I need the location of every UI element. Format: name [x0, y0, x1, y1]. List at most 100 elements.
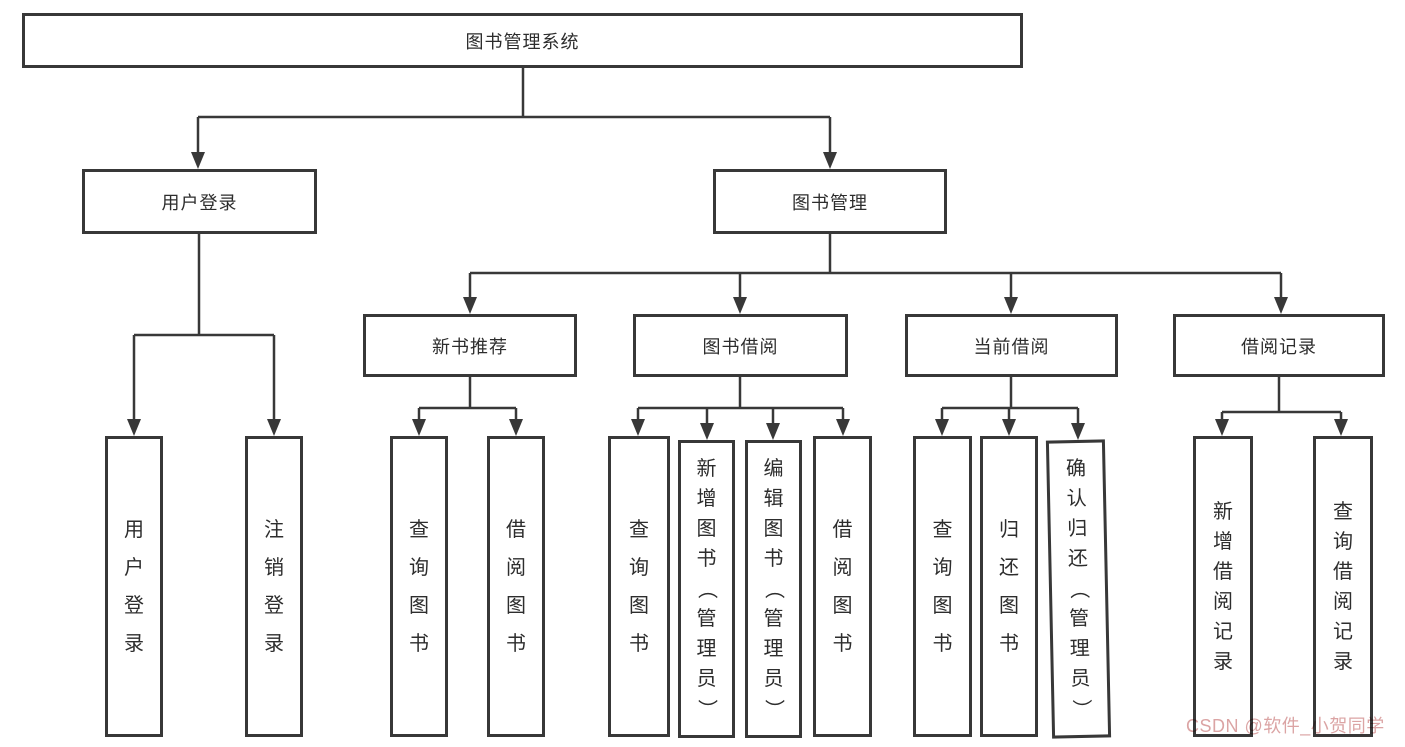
- node-br-add-record: 新增借阅记录: [1193, 436, 1253, 737]
- node-label-char: 理: [763, 638, 784, 660]
- node-label-char: （: [1067, 578, 1090, 600]
- node-label-char: 询: [409, 556, 429, 579]
- node-label-char: 管: [763, 608, 784, 630]
- node-label-char: 查: [629, 518, 649, 541]
- node-label-char: 认: [1066, 487, 1087, 511]
- node-label-char: 注: [264, 518, 284, 541]
- arrowhead-icon: [700, 423, 714, 440]
- node-book-borrowing: 图书借阅: [633, 314, 848, 377]
- node-label: 图书管理: [792, 192, 868, 213]
- node-label-char: 户: [124, 556, 144, 579]
- arrowhead-icon: [1274, 297, 1288, 314]
- node-label-char: 书: [696, 548, 717, 570]
- node-label-char: 录: [124, 632, 144, 655]
- node-label-char: 书: [506, 632, 526, 655]
- node-label-char: 销: [264, 556, 284, 579]
- arrowhead-icon: [1004, 297, 1018, 314]
- node-label-char: 图: [932, 594, 953, 617]
- node-label-char: 增: [696, 488, 717, 510]
- node-label-char: （: [762, 579, 785, 599]
- node-label-char: 书: [832, 632, 853, 655]
- node-label-char: 图: [629, 594, 649, 617]
- arrowhead-icon: [1002, 419, 1016, 436]
- node-label-char: 录: [1333, 650, 1353, 673]
- node-label-char: 记: [1213, 620, 1233, 643]
- node-label-char: 图: [763, 518, 784, 540]
- node-bb-edit-books: 编辑图书 （ 管理员 ）: [745, 440, 802, 738]
- node-label-char: 还: [999, 556, 1019, 579]
- node-current-borrowing: 当前借阅: [905, 314, 1118, 377]
- node-label-char: 增: [1213, 530, 1233, 553]
- node-label: 借阅记录: [1241, 336, 1317, 357]
- node-bb-borrow-books: 借阅图书: [813, 436, 872, 737]
- node-label-char: ）: [1069, 698, 1093, 720]
- node-label: 图书借阅: [702, 336, 779, 357]
- arrowhead-icon: [267, 419, 281, 436]
- node-label-char: 借: [1333, 560, 1353, 583]
- node-label-char: 图: [506, 594, 526, 617]
- arrowhead-icon: [766, 423, 780, 440]
- arrowhead-icon: [463, 297, 477, 314]
- node-label-char: 图: [832, 594, 853, 617]
- arrowhead-icon: [733, 297, 747, 314]
- arrowhead-icon: [412, 419, 426, 436]
- node-label-char: 录: [264, 632, 284, 655]
- node-user-login: 用户登录: [82, 169, 317, 234]
- node-label-char: 归: [1067, 517, 1088, 541]
- node-label-char: 理: [1069, 637, 1090, 661]
- node-label: 新书推荐: [432, 336, 508, 357]
- node-label-char: （: [695, 579, 718, 599]
- node-label-char: 员: [763, 668, 784, 690]
- node-login: 用户登录: [105, 436, 163, 737]
- node-label: 图书管理系统: [465, 31, 580, 52]
- node-label-char: 借: [1213, 560, 1233, 583]
- arrowhead-icon: [823, 152, 837, 169]
- node-label-char: 书: [999, 632, 1019, 655]
- node-label: 用户登录: [161, 192, 238, 213]
- node-label-char: 图: [696, 518, 717, 540]
- node-label-char: 登: [124, 594, 144, 617]
- node-new-book-recommend: 新书推荐: [363, 314, 577, 377]
- node-label-char: ）: [762, 699, 785, 719]
- node-label-char: 询: [932, 556, 953, 579]
- node-label-char: 图: [409, 594, 429, 617]
- arrowhead-icon: [127, 419, 141, 436]
- node-label-char: 新: [696, 458, 717, 480]
- arrowhead-icon: [1215, 419, 1229, 436]
- node-label-char: 记: [1333, 620, 1353, 643]
- node-label-char: 借: [832, 518, 853, 541]
- node-label-char: 阅: [832, 556, 853, 579]
- arrowhead-icon: [1334, 419, 1348, 436]
- node-label-char: 借: [506, 518, 526, 541]
- node-label-char: 询: [1333, 530, 1353, 553]
- node-label-char: 管: [696, 608, 717, 630]
- node-label-char: 书: [629, 632, 649, 655]
- node-label-char: 书: [409, 632, 429, 655]
- arrowhead-icon: [836, 419, 850, 436]
- node-label-char: 录: [1213, 650, 1233, 673]
- node-label-char: 查: [409, 518, 429, 541]
- arrowhead-icon: [191, 152, 205, 169]
- node-label-char: 员: [696, 668, 717, 690]
- node-label-char: 新: [1213, 500, 1233, 523]
- node-borrowing-records: 借阅记录: [1173, 314, 1385, 377]
- node-label-char: 询: [629, 556, 649, 579]
- arrowhead-icon: [509, 419, 523, 436]
- node-bb-add-books: 新增图书（管理员）: [678, 440, 735, 738]
- node-label-char: 编: [763, 458, 784, 480]
- node-label-char: 阅: [506, 556, 526, 579]
- node-label-char: 查: [1333, 500, 1353, 523]
- arrowhead-icon: [631, 419, 645, 436]
- node-label-char: 书: [763, 548, 784, 570]
- node-label-char: 归: [999, 518, 1019, 541]
- node-label-char: 阅: [1333, 590, 1353, 613]
- node-label-char: 确: [1065, 457, 1087, 481]
- node-label-char: 阅: [1213, 590, 1233, 613]
- arrowhead-icon: [935, 419, 949, 436]
- node-label: 当前借阅: [973, 336, 1050, 357]
- node-br-query-record: 查询借阅记录: [1313, 436, 1373, 737]
- node-label-char: 辑: [763, 488, 784, 510]
- node-label-char: ）: [695, 699, 718, 719]
